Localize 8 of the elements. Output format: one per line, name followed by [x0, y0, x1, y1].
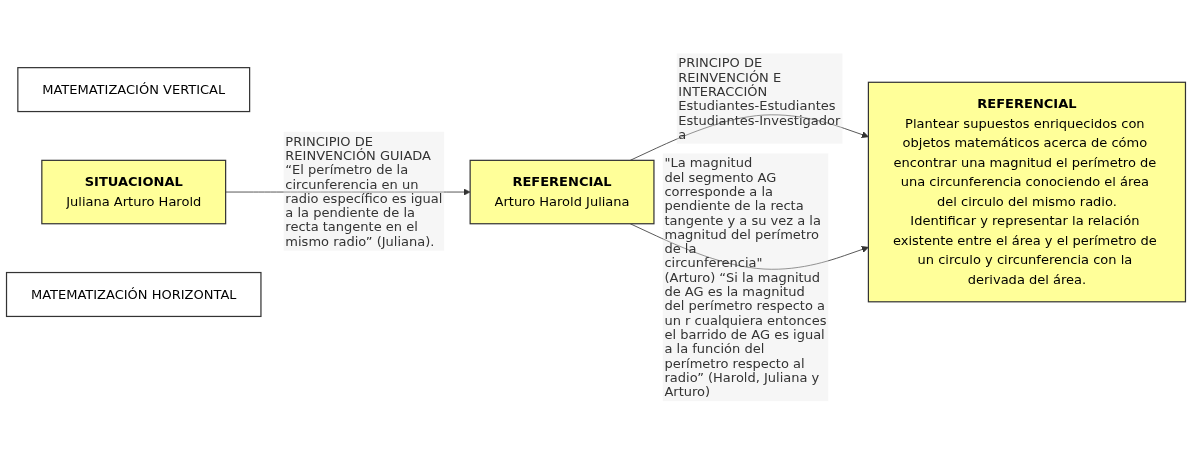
edge-label: "La magnitud del segmento AG corresponde a la pendiente de la recta tangente y a su vez a la magnitud del perímetro de la circunferencia" (Arturo) “Si la magnitud de AG es la magnitud del perímetro respecto a un r cualquiera entonces el barrido de AG es igual a la función del perímetro respecto al radio” (Harold, Juliana y Arturo)	[664, 155, 827, 399]
edge-label: PRINCIPO DE REINVENCIÓN E INTERACCIÓN Estudiantes-Estudiantes Estudiantes-Investigadora	[678, 55, 841, 142]
node-box: MATEMATIZACIÓN HORIZONTAL	[5, 271, 262, 317]
node-box: MATEMATIZACIÓN VERTICAL	[17, 66, 251, 112]
node-box: REFERENCIAL Arturo Harold Juliana	[469, 159, 655, 225]
node-box: SITUACIONAL Juliana Arturo Harold	[41, 159, 227, 225]
node-box: REFERENCIAL Plantear supuestos enriquecidos con objetos matemáticos acerca de cómo encontrar una magnitud el perímetro de una circunferencia conociendo el área del circulo del mismo radio. Identificar y representar la relación existente entre el área y el perímetro de un circulo y circunferencia con la derivada del área.	[867, 81, 1187, 303]
edge-label: PRINCIPIO DE REINVENCIÓN GUIADA “El perímetro de la circunferencia en un radio específico es igual a la pendiente de la recta tangente en el mismo radio” (Juliana).	[285, 133, 443, 249]
